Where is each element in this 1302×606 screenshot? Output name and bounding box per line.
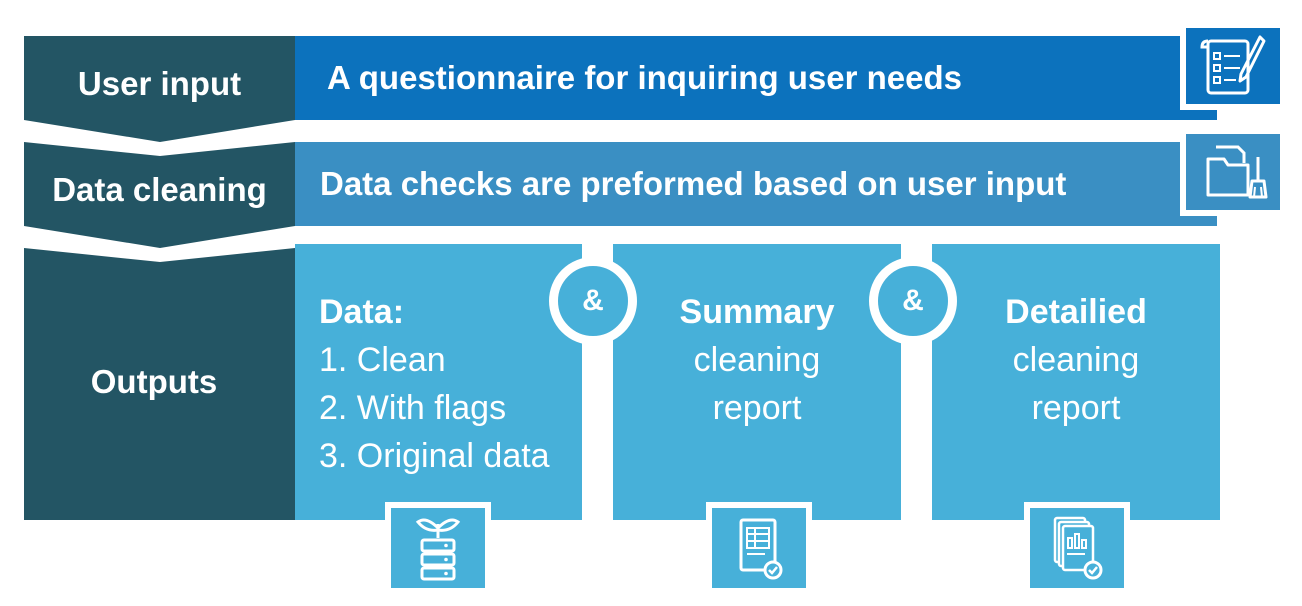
report-table-check-icon-box [706, 502, 812, 594]
output-title-detailed: Detailied [1005, 293, 1147, 331]
output-line: 1. Clean [319, 341, 446, 379]
output-panel-data: Data: 1. Clean 2. With flags 3. Original… [295, 244, 582, 520]
database-sprout-icon-box [385, 502, 491, 594]
output-line: cleaning [693, 341, 821, 379]
output-title-data: Data: [319, 293, 405, 331]
output-line: 2. With flags [319, 389, 507, 427]
data-cleaning-description: Data checks are preformed based on user … [320, 165, 1067, 202]
user-input-chevron [24, 36, 295, 142]
folder-broom-icon-box [1180, 128, 1286, 216]
output-line: report [1031, 389, 1121, 427]
outputs-block [24, 248, 295, 520]
output-panel-summary: Summary cleaning report [613, 244, 901, 520]
connector-ampersand-2: & [869, 257, 957, 345]
step-label-user-input: User input [77, 65, 242, 102]
user-input-description: A questionnaire for inquiring user needs [327, 59, 963, 96]
report-chart-stack-icon [1053, 516, 1103, 580]
output-title-summary: Summary [679, 293, 835, 331]
step-label-data-cleaning: Data cleaning [52, 171, 267, 208]
questionnaire-icon-box [1180, 22, 1286, 110]
user-input-bar: A questionnaire for inquiring user needs [295, 36, 1217, 120]
report-table-check-icon [739, 518, 783, 580]
questionnaire-icon [1200, 35, 1266, 95]
database-sprout-icon [415, 518, 461, 581]
output-line: 3. Original data [319, 437, 550, 475]
output-line: cleaning [1012, 341, 1140, 379]
output-panel-detailed: Detailied cleaning report [932, 244, 1220, 520]
data-cleaning-chevron [24, 142, 295, 248]
step-label-outputs: Outputs [90, 363, 218, 400]
data-cleaning-bar: Data checks are preformed based on user … [295, 142, 1217, 226]
output-line: report [712, 389, 802, 427]
report-chart-stack-icon-box [1024, 502, 1130, 594]
connector-ampersand-1: & [549, 257, 637, 345]
folder-broom-icon [1206, 145, 1268, 199]
